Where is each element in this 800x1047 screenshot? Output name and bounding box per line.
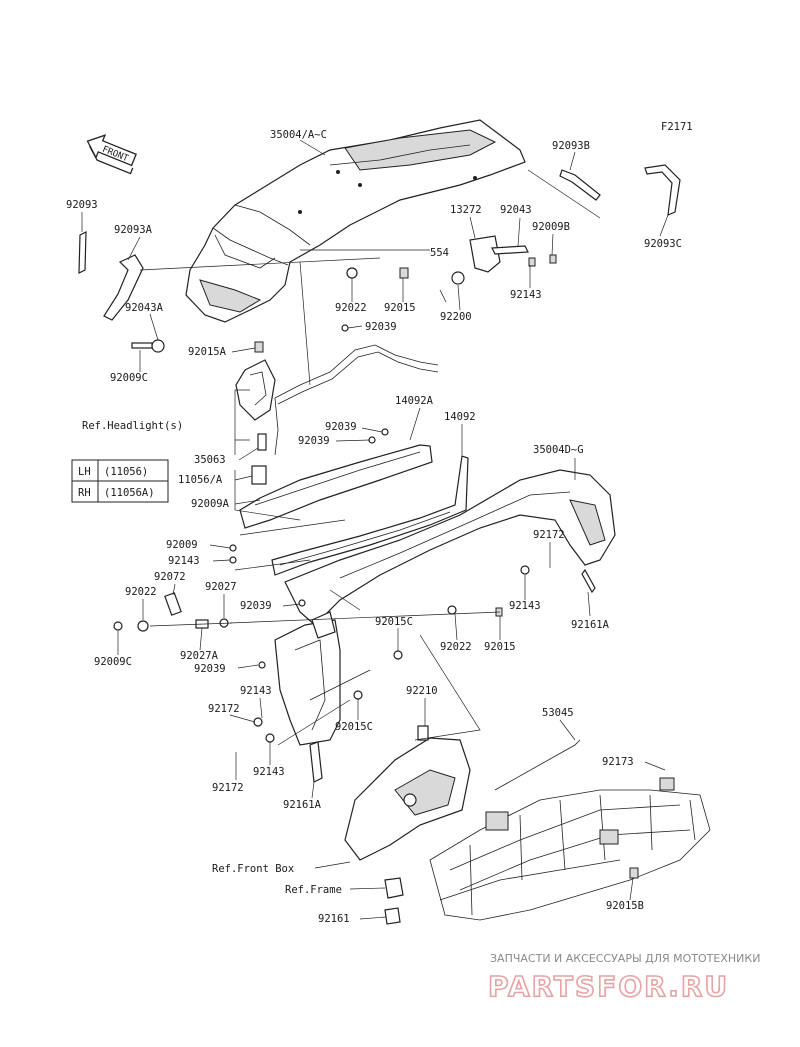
label-92015c-a: 92015C	[375, 616, 413, 628]
side-rail-part	[239, 444, 469, 576]
label-92161a-right: 92161A	[571, 619, 610, 631]
label-92043: 92043	[500, 204, 532, 216]
label-92039-e: 92039	[194, 663, 226, 675]
label-92093: 92093	[66, 199, 98, 211]
label-92173: 92173	[602, 756, 634, 768]
label-92039-d: 92039	[240, 600, 272, 612]
label-92009c-top: 92009C	[110, 372, 148, 384]
label-ref-headlight: Ref.Headlight(s)	[82, 420, 183, 432]
label-92022-low: 92022	[440, 641, 472, 653]
label-35063: 35063	[194, 454, 226, 466]
label-ref-frame: Ref.Frame	[285, 884, 342, 896]
label-92039-c: 92039	[298, 435, 330, 447]
side-table-rh-part: (11056A)	[104, 487, 155, 499]
front-box-panel-part	[344, 725, 471, 861]
label-92072: 92072	[154, 571, 186, 583]
label-92143-mid: 92143	[168, 555, 200, 567]
label-92143-low: 92143	[240, 685, 272, 697]
front-arrow-icon: FRONT	[86, 134, 137, 175]
bracket-13272-part	[346, 235, 557, 303]
label-92161a-bot: 92161A	[283, 799, 322, 811]
label-35004dg: 35004D~G	[533, 444, 584, 456]
trim-92093a-part	[103, 254, 144, 321]
label-11056a: 11056/A	[178, 474, 223, 486]
label-92009b: 92009B	[532, 221, 570, 233]
label-92009a: 92009A	[191, 498, 230, 510]
watermark: ЗАПЧАСТИ И АКСЕССУАРЫ ДЛЯ МОТОТЕХНИКИ PA…	[487, 952, 760, 1004]
label-92200: 92200	[440, 311, 472, 323]
label-92022-top: 92022	[335, 302, 367, 314]
side-table-lh-part: (11056)	[104, 466, 148, 478]
label-92161: 92161	[318, 913, 350, 925]
label-92093a: 92093A	[114, 224, 153, 236]
label-92143-right: 92143	[509, 600, 541, 612]
label-92027a: 92027A	[180, 650, 219, 662]
label-92015-low: 92015	[484, 641, 516, 653]
trim-92093c-part	[644, 164, 681, 216]
label-53045: 53045	[542, 707, 574, 719]
frame-part	[384, 739, 711, 925]
label-92027: 92027	[205, 581, 237, 593]
label-92022-mid: 92022	[125, 586, 157, 598]
side-table: LH (11056) RH (11056A)	[71, 459, 169, 503]
front-fender-part	[185, 119, 526, 323]
watermark-caption: ЗАПЧАСТИ И АКСЕССУАРЫ ДЛЯ МОТОТЕХНИКИ	[490, 952, 760, 965]
label-92015b: 92015B	[606, 900, 644, 912]
figure-code: F2171	[661, 121, 693, 133]
label-92093b: 92093B	[552, 140, 590, 152]
label-92093c: 92093C	[644, 238, 682, 250]
label-92043a: 92043A	[125, 302, 164, 314]
label-92015a: 92015A	[188, 346, 227, 358]
side-table-lh: LH	[78, 466, 91, 478]
reference-lines	[139, 169, 601, 746]
label-92009: 92009	[166, 539, 198, 551]
label-92172-mid: 92172	[208, 703, 240, 715]
rear-fender-part	[284, 469, 616, 626]
label-92210: 92210	[406, 685, 438, 697]
label-14092a: 14092A	[395, 395, 434, 407]
label-92143-top: 92143	[510, 289, 542, 301]
label-leaders	[81, 139, 669, 920]
inner-fender-part	[253, 611, 341, 783]
label-ref-front-box: Ref.Front Box	[212, 863, 294, 875]
label-92172-bot: 92172	[212, 782, 244, 794]
label-92039-top: 92039	[365, 321, 397, 333]
part-labels: 35004/A~C 92093B 92093 92093A 13272 9204…	[66, 129, 682, 925]
label-92015-top: 92015	[384, 302, 416, 314]
trim-92093b-part	[559, 169, 601, 201]
label-554: 554	[430, 247, 449, 259]
label-14092: 14092	[444, 411, 476, 423]
watermark-brand-logo: PARTSFOR.RU	[488, 970, 729, 1003]
label-92172-top: 92172	[533, 529, 565, 541]
side-table-rh: RH	[78, 487, 91, 499]
label-92039-b: 92039	[325, 421, 357, 433]
label-92009c-bot: 92009C	[94, 656, 132, 668]
label-13272: 13272	[450, 204, 482, 216]
label-92015c-b: 92015C	[335, 721, 373, 733]
trim-92093-part	[78, 231, 87, 274]
headlight-bracket-part	[131, 339, 439, 485]
label-92143-bot: 92143	[253, 766, 285, 778]
label-35004ac: 35004/A~C	[270, 129, 327, 141]
